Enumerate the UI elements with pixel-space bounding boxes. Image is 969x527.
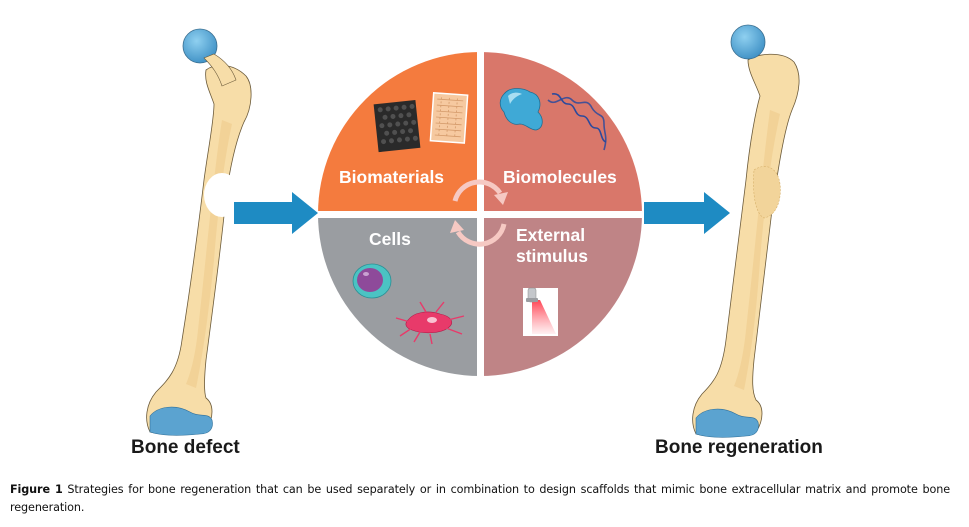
cycle-arrowhead-top: [494, 192, 508, 205]
bone-defect-illustration: [146, 28, 252, 436]
fibroblast-cell-icon: [395, 301, 465, 345]
femoral-neck: [203, 53, 237, 87]
callus-regeneration: [753, 166, 781, 219]
protein-highlight: [508, 92, 522, 104]
femoral-head-right: [730, 24, 766, 60]
label-bone-defect: Bone defect: [131, 437, 240, 458]
dna-helix-icon: [547, 93, 607, 151]
label-stimulus: stimulus: [516, 246, 588, 266]
bone-regeneration-illustration: [692, 24, 800, 438]
figure-caption: Figure 1 Strategies for bone regeneratio…: [10, 481, 950, 517]
femoral-head: [182, 28, 218, 64]
stem-cell-icon: [352, 263, 392, 299]
porous-scaffold-icon: [373, 100, 421, 153]
caption-text: Strategies for bone regeneration that ca…: [10, 483, 950, 514]
distal-cartilage: [149, 406, 213, 436]
label-bone-regeneration: Bone regeneration: [655, 437, 823, 458]
label-cells: Cells: [369, 229, 411, 249]
distal-cartilage-right: [695, 408, 759, 438]
label-biomolecules: Biomolecules: [503, 167, 617, 187]
arrow-right-to-regeneration: [644, 192, 730, 234]
caption-figure-label: Figure 1: [10, 483, 63, 496]
arrow-right-to-strategies: [234, 192, 318, 234]
femur-shaft: [146, 65, 252, 436]
cycle-arrowhead-bottom: [450, 220, 464, 233]
bone-defect-gap: [204, 173, 240, 217]
laser-device-icon: [523, 287, 558, 336]
grid-scaffold-icon: [429, 92, 469, 144]
femur-shading-right: [734, 110, 780, 390]
strategy-circle: [318, 52, 642, 376]
label-biomaterials: Biomaterials: [339, 167, 444, 187]
cycle-arrows-icon: [452, 179, 507, 247]
label-external: External: [516, 225, 585, 245]
